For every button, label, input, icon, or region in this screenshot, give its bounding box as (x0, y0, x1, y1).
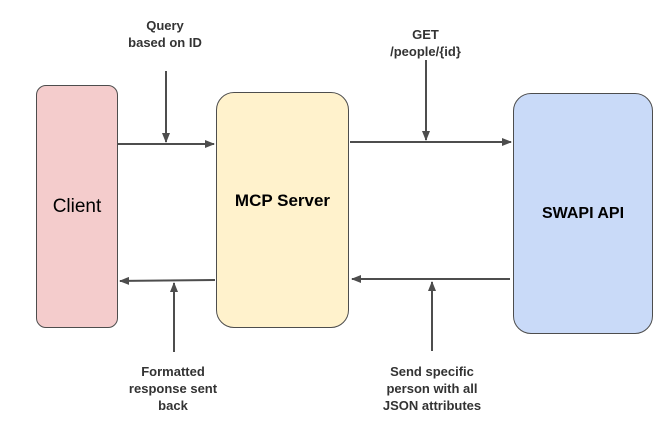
mcp-server-label: MCP Server (234, 191, 331, 210)
arrow-mcp-to-client (119, 276, 216, 285)
swapi-api-label: SWAPI API (541, 204, 625, 222)
client-label: Client (52, 195, 102, 217)
get-annotation: GET /people/{id} (390, 27, 461, 59)
send-person-annotation: Send specific person with all JSON attri… (382, 364, 482, 413)
client-node: Client (36, 85, 118, 328)
mcp-server-node: MCP Server (216, 92, 349, 328)
swapi-api-node: SWAPI API (513, 93, 653, 334)
query-annotation: Query based on ID (128, 18, 202, 50)
formatted-response-annotation: Formatted response sent back (128, 364, 218, 413)
